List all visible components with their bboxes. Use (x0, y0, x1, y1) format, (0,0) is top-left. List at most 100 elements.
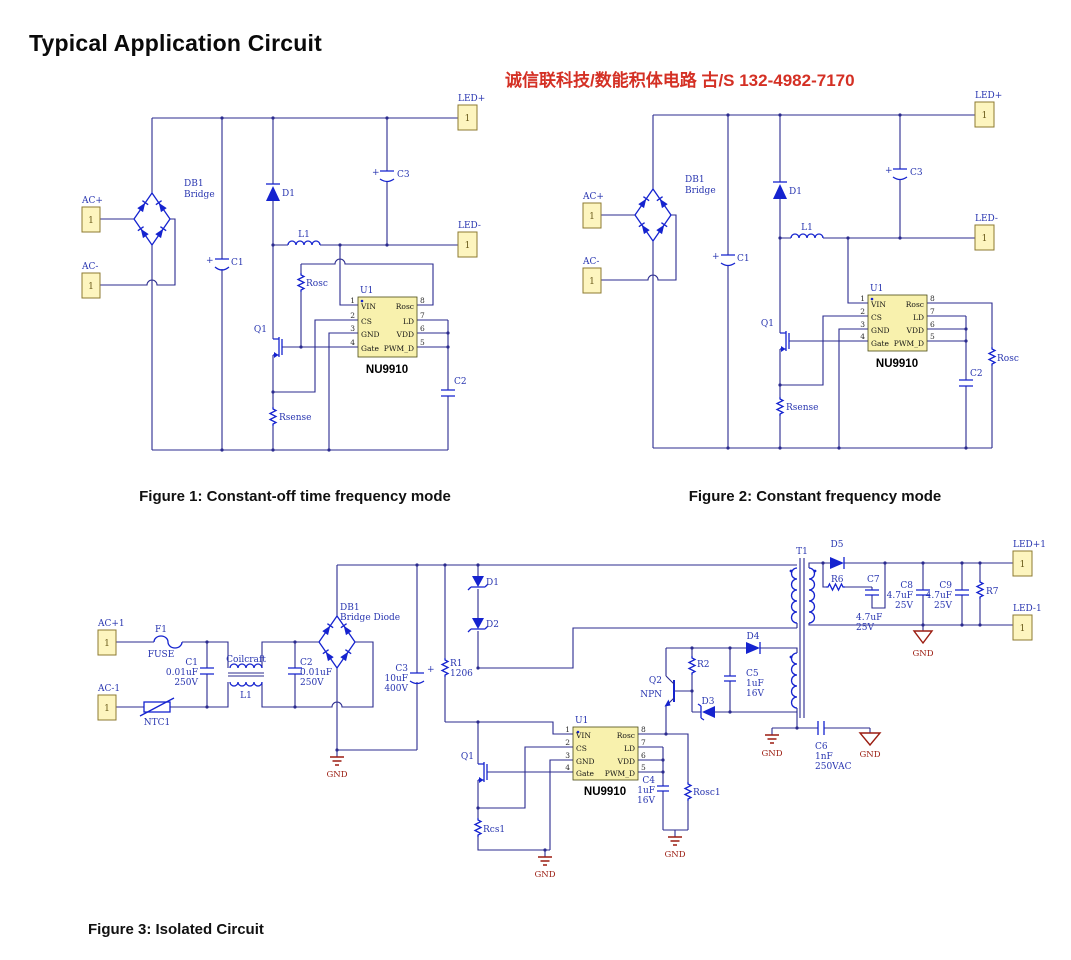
fig3-rcs1-label: Rcs1 (483, 825, 505, 835)
fig3-zener-d2 (467, 618, 489, 633)
fig3-gnd-label: GND (859, 750, 880, 760)
fig1-led-plus-label: LED+ (458, 94, 485, 104)
fig1-ic-nu9910: U1 NU9910 1 2 3 4 8 7 6 5 VIN CS GND Gat… (350, 286, 425, 376)
fig3-gnd-ic (668, 836, 682, 846)
fig3-c3-plus: + (427, 665, 435, 675)
fig3-d1-label: D1 (486, 578, 499, 588)
fig3-ac-plus-port: 1 (104, 639, 110, 649)
fig3-d3-label: D3 (702, 697, 715, 707)
fig2-labels: AC+ 1 AC- 1 DB1 Bridge + C1 D1 L1 + C3 L… (582, 91, 1019, 413)
pin-number: 3 (350, 324, 355, 333)
pin-number: 7 (420, 311, 425, 320)
fig2-ic-nu9910: U1 NU9910 1 2 3 4 8 7 6 5 VIN CS GND Gat… (860, 284, 935, 370)
pin-name: VIN (360, 302, 376, 311)
pin-number: 4 (565, 763, 570, 772)
pin-number: 8 (930, 294, 935, 303)
pin-number: 1 (860, 294, 865, 303)
pin-number: 8 (420, 296, 425, 305)
fig2-c1-plus: + (712, 252, 720, 262)
fig3-gnd-label: GND (912, 649, 933, 659)
fig1-port-led-minus (457, 231, 478, 258)
fig3-wires (116, 562, 1013, 857)
fig3-c3-label: C3 (395, 664, 408, 674)
fig3-c4-value: 1uF (637, 786, 655, 796)
fig3-r1-label: R1 (450, 659, 463, 669)
fig1-u1-label: U1 (360, 286, 373, 296)
fig1-c3-plus: + (372, 168, 380, 178)
pin-number: 8 (641, 725, 646, 734)
bridge-diode-icon (656, 196, 668, 209)
fig1-mosfet-q1 (273, 337, 283, 358)
fig3-capacitor-c9 (955, 589, 969, 596)
fig2-rosc-label: Rosc (997, 354, 1019, 364)
pin-name: VDD (396, 330, 414, 339)
fig3-gnd-label: GND (326, 770, 347, 780)
fig3-led-plus-port: 1 (1020, 560, 1026, 570)
fig2-port-ac-plus (582, 202, 602, 229)
fig2-mosfet-q1 (780, 331, 790, 352)
fig1-resistor-rosc (296, 273, 306, 292)
fig1-led-plus-port: 1 (465, 114, 471, 124)
fig2-led-minus-label: LED- (975, 214, 998, 224)
fig2-wires (601, 114, 993, 449)
fig3-gnd-label: GND (761, 749, 782, 759)
fig3-ac-plus-label: AC+1 (97, 619, 125, 629)
fig3-gnd-secondary (912, 630, 934, 645)
fig3-coilcraft-label: Coilcraft (226, 655, 266, 665)
fig3-part-number: NU9910 (584, 786, 626, 798)
fig3-c2-label: C2 (300, 658, 313, 668)
pin-number: 1 (350, 296, 355, 305)
fig2-led-minus-port: 1 (982, 234, 988, 244)
fig2-junctions (726, 113, 968, 450)
pin-number: 4 (350, 338, 355, 347)
pin-name: CS (361, 317, 372, 326)
pin-number: 2 (860, 307, 865, 316)
fig3-led-minus-label: LED-1 (1013, 604, 1042, 614)
fig3-c1-label: C1 (185, 658, 198, 668)
pin-number: 7 (930, 307, 935, 316)
bridge-diode-icon (322, 649, 334, 662)
fig3-port-led-plus (1012, 550, 1033, 577)
fig2-l1-label: L1 (801, 223, 813, 233)
fig1-diode-d1 (266, 183, 280, 201)
fig1-junctions (220, 116, 450, 452)
pin-number: 4 (860, 332, 865, 341)
fig2-led-plus-port: 1 (982, 111, 988, 121)
fig3-c1-value: 0.01uF (166, 668, 198, 678)
pin-number: 7 (641, 738, 646, 747)
fig3-c4-label: C4 (642, 776, 655, 786)
fig3-gnd-label: GND (664, 850, 685, 860)
fig3-c2-value: 0.01uF (300, 668, 332, 678)
fig1-capacitor-c3 (379, 170, 395, 183)
page-title: Typical Application Circuit (29, 30, 322, 56)
fig1-l1-label: L1 (298, 230, 310, 240)
fig3-d5-label: D5 (831, 540, 844, 550)
fig2-diode-d1 (773, 181, 787, 199)
fig3-c6-voltage: 250VAC (815, 762, 852, 772)
fig3-c1-voltage: 250V (174, 678, 198, 688)
fig3-r2-label: R2 (697, 660, 710, 670)
fig3-zener-d1 (467, 576, 489, 591)
pin-name: PWM_D (384, 344, 414, 353)
fig3-resistor-r6 (826, 582, 845, 592)
pin-name: LD (403, 317, 414, 326)
fig3-bridge-rectifier (318, 614, 356, 670)
fig3-resistor-r1 (440, 658, 450, 677)
fig3-ic-nu9910: U1 NU9910 1 2 3 4 8 7 6 5 VIN CS GND Gat… (565, 716, 646, 798)
pin-name: LD (913, 313, 924, 322)
pin-name: Gate (576, 769, 594, 778)
pin-name: GND (576, 757, 595, 766)
fig3-diode-d4 (746, 642, 761, 654)
fig1-capacitor-c2 (441, 389, 455, 397)
fig3-d4-label: D4 (747, 632, 760, 642)
pin-number: 3 (860, 320, 865, 329)
fig3-capacitor-c1 (200, 667, 214, 675)
fig3-thermistor-ntc1 (139, 697, 175, 717)
bridge-diode-icon (340, 649, 352, 662)
bridge-diode-icon (656, 222, 668, 235)
fig3-rosc1-label: Rosc1 (693, 788, 721, 798)
bridge-diode-icon (155, 200, 167, 213)
fig1-ac-minus-port: 1 (88, 282, 94, 292)
fig1-led-minus-port: 1 (465, 241, 471, 251)
fig3-q2-label: Q2 (649, 676, 662, 686)
